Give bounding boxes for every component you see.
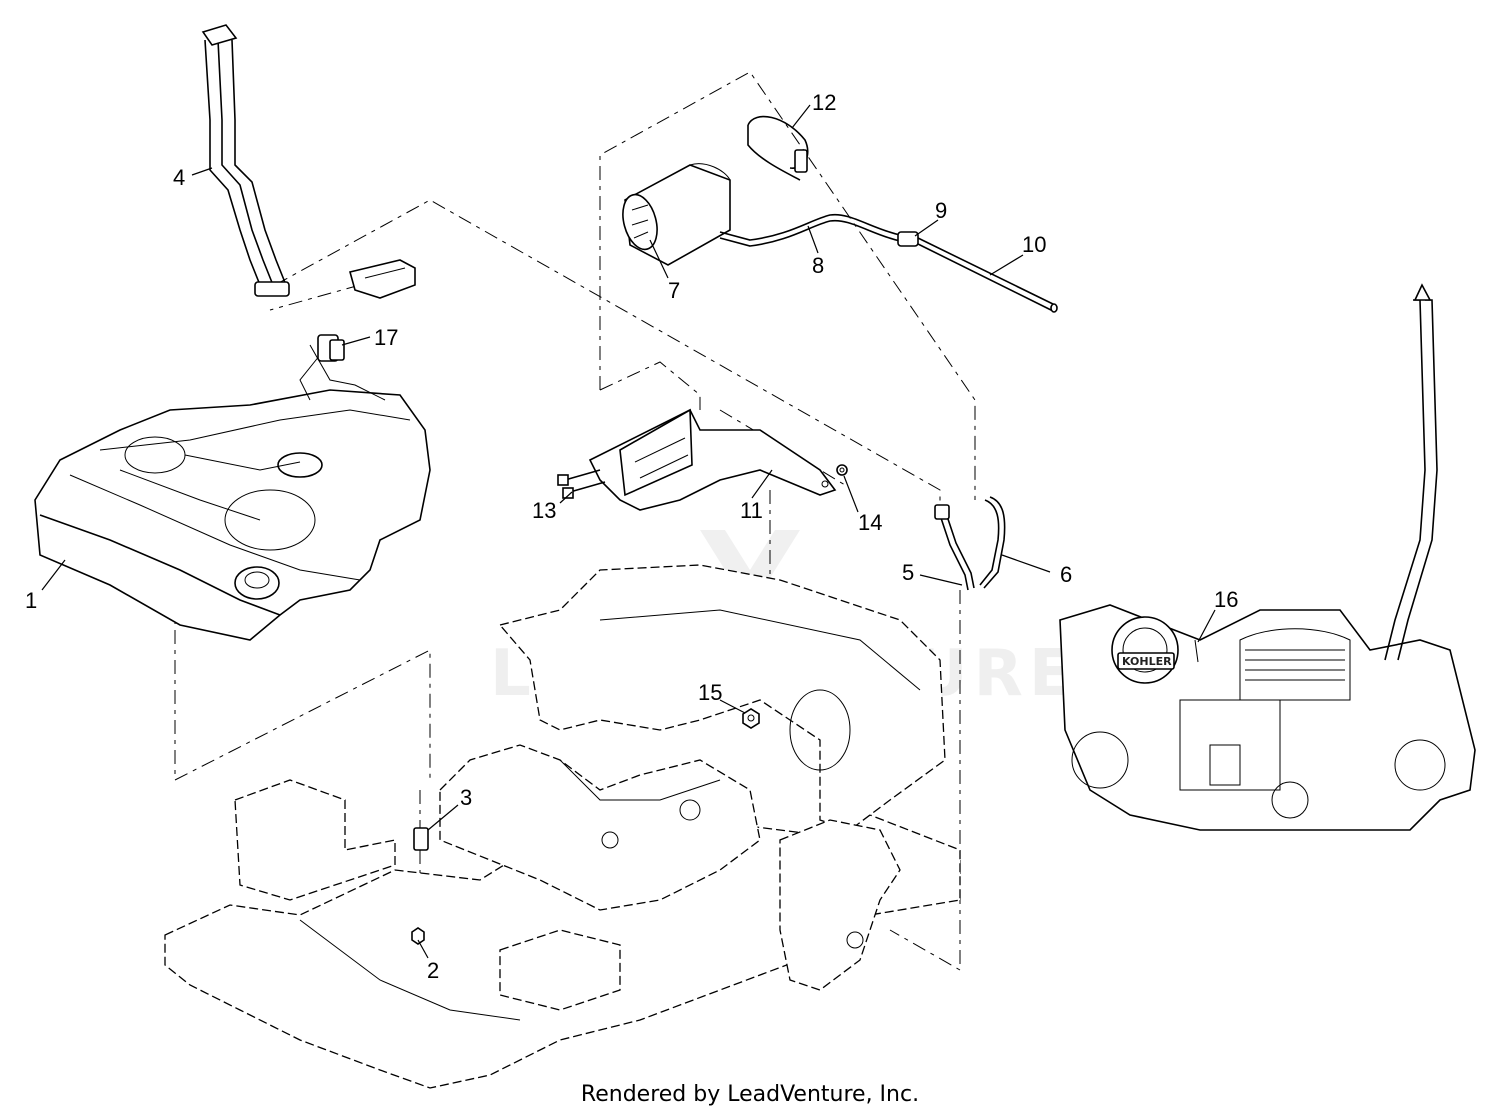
engine-view: KOHLER — [1059, 283, 1476, 831]
bolts — [557, 469, 606, 499]
washer — [836, 464, 848, 476]
fuel-hose — [201, 24, 290, 297]
callout-4: 4 — [173, 165, 185, 190]
callout-9: 9 — [935, 198, 947, 223]
callout-5: 5 — [902, 560, 914, 585]
nut — [742, 708, 760, 729]
fuel-tank — [34, 344, 431, 641]
callout-15: 15 — [698, 680, 722, 705]
engine-brand-logo: KOHLER — [1122, 655, 1172, 668]
callout-10: 10 — [1022, 232, 1046, 257]
hose-fitting — [897, 231, 919, 247]
callout-1: 1 — [25, 588, 37, 613]
callout-6: 6 — [1060, 562, 1072, 587]
carbon-canister — [622, 163, 731, 266]
callout-12: 12 — [812, 90, 836, 115]
callout-13: 13 — [532, 498, 556, 523]
callout-16: 16 — [1214, 587, 1238, 612]
vent-tube — [917, 237, 1058, 313]
grommet — [413, 827, 429, 851]
callout-7: 7 — [668, 278, 680, 303]
callout-2: 2 — [427, 958, 439, 983]
nut-small — [411, 927, 425, 945]
footer-credit: Rendered by LeadVenture, Inc. — [580, 1082, 920, 1107]
callout-3: 3 — [460, 785, 472, 810]
vent-hose — [719, 213, 901, 247]
callout-14: 14 — [858, 510, 882, 535]
chassis-frame — [164, 564, 961, 1089]
mounting-bracket — [588, 408, 837, 511]
fuel-hoses — [934, 496, 1006, 591]
callout-11: 11 — [740, 498, 763, 523]
leader-lines — [41, 104, 1216, 959]
callout-8: 8 — [812, 253, 824, 278]
fuel-line-connector — [317, 334, 345, 362]
tank-bracket — [349, 259, 416, 299]
canister-strap — [747, 115, 809, 181]
callout-17: 17 — [374, 325, 398, 350]
callout-labels: 1 2 3 4 5 6 7 8 9 10 11 12 13 14 15 16 1… — [25, 90, 1238, 983]
